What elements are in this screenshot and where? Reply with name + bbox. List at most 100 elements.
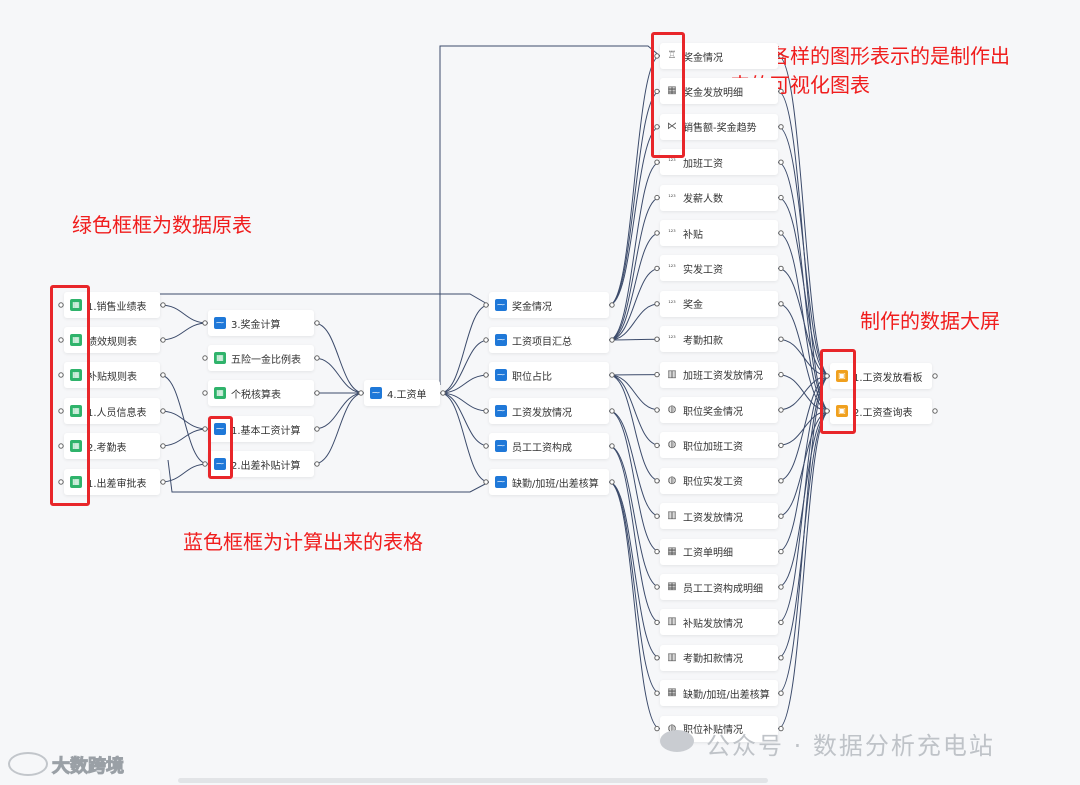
lineage-link (313, 392, 365, 465)
chart-node[interactable]: ⋉销售额-奖金趋势 (660, 113, 778, 140)
source-sheet-node[interactable]: ▦补贴规则表 (64, 362, 160, 388)
source-sheet-node[interactable]: ▦绩效规则表 (64, 327, 160, 353)
lineage-link (313, 392, 365, 430)
lineage-link (159, 463, 209, 483)
link-port (609, 337, 615, 343)
table-node[interactable]: ⁓3.奖金计算 (208, 310, 314, 336)
link-port (440, 390, 446, 396)
table-chart-icon: ▦ (667, 687, 677, 699)
link-port (202, 320, 208, 326)
dashboard-node[interactable]: ▣1.工资发放看板 (830, 363, 932, 389)
pie-chart-icon: ◍ (667, 404, 677, 415)
link-port (483, 408, 489, 414)
lineage-link (159, 428, 209, 447)
link-port (778, 336, 784, 342)
link-port (654, 265, 660, 272)
node-label: 工资单明细 (683, 548, 733, 560)
source-sheet-node[interactable]: ▦1.销售业绩表 (64, 292, 160, 318)
calc-icon: ⁓ (495, 299, 507, 311)
lineage-link (313, 322, 365, 394)
calc-icon: ⁓ (495, 440, 507, 452)
table-node[interactable]: ▦ 个税核算表 (208, 380, 314, 406)
derived-table-node[interactable]: ⁓缺勤/加班/出差核算 (489, 469, 609, 495)
link-port (654, 725, 660, 732)
node-label: 个税核算表 (231, 389, 281, 401)
sheet-icon: ▦ (70, 369, 82, 381)
bar-chart-icon: ▥ (667, 368, 677, 380)
node-label: 工资项目汇总 (512, 336, 572, 348)
chart-node[interactable]: ◍职位奖金情况 (660, 397, 778, 423)
lineage-link (167, 459, 490, 493)
wechat-watermark: 公众号 · 数据分析充电站 (706, 732, 995, 760)
derived-table-node[interactable]: ⁓奖金情况 (489, 292, 609, 318)
calc-icon: ⁓ (495, 334, 507, 346)
sheet-icon: ▦ (70, 405, 82, 417)
node-label: 奖金发放明细 (683, 87, 743, 99)
chart-node[interactable]: ▦缺勤/加班/出差核算 (660, 680, 778, 707)
chart-node[interactable]: ▥加班工资发放情况 (660, 361, 778, 388)
chart-node[interactable]: ▥补贴发放情况 (660, 609, 778, 636)
source-sheets-annotation: 绿色框框为数据原表 (72, 213, 252, 237)
table-node[interactable]: ⁓2.出差补贴计算 (208, 451, 314, 477)
derived-table-node[interactable]: ⁓工资发放情况 (489, 398, 609, 424)
lineage-link (608, 481, 661, 694)
chart-node[interactable]: ▥工资发放情况 (660, 503, 778, 530)
link-port (654, 619, 660, 626)
node-label: 员工工资构成 (512, 442, 572, 454)
link-port (58, 372, 64, 378)
lineage-link (608, 445, 661, 623)
chart-node[interactable]: ◍职位实发工资 (660, 467, 778, 494)
link-port (58, 337, 64, 343)
lineage-link (439, 392, 490, 483)
derived-table-node[interactable]: ⁓职位占比 (489, 362, 609, 388)
link-port (654, 159, 660, 165)
chart-node[interactable]: ▦奖金发放明细 (660, 78, 778, 105)
chart-node[interactable]: ▥考勤扣款情况 (660, 644, 778, 671)
lineage-link (159, 410, 209, 430)
link-port (778, 301, 784, 307)
calc-icon: ⁓ (214, 423, 226, 435)
table-node[interactable]: ▦五险一金比例表 (208, 345, 314, 371)
chart-node[interactable]: ♖奖金情况 (660, 43, 778, 69)
horizontal-scrollbar[interactable] (178, 778, 768, 783)
node-label: 工资发放情况 (683, 512, 743, 524)
node-label: 职位加班工资 (683, 441, 743, 453)
source-sheet-node[interactable]: ▦2.考勤表 (64, 433, 160, 459)
table-chart-icon: ▦ (667, 545, 677, 557)
derived-table-node[interactable]: ⁓ 工资项目汇总 (489, 327, 609, 353)
table-node[interactable]: ⁓1.基本工资计算 (208, 416, 314, 442)
number-card-icon: ¹²³ (668, 229, 676, 236)
link-port (778, 619, 784, 626)
payroll-node[interactable]: ⁓4.工资单 (364, 380, 440, 406)
sheet-icon: ▦ (214, 387, 226, 399)
link-port (358, 390, 364, 396)
link-port (654, 513, 660, 519)
derived-table-node[interactable]: ⁓ 员工工资构成 (489, 433, 609, 459)
link-port (778, 513, 784, 519)
link-port (314, 461, 320, 467)
link-port (932, 373, 938, 379)
chart-node[interactable]: ▦ 工资单明细 (660, 538, 778, 565)
sheet-icon: ▦ (70, 299, 82, 311)
link-port (609, 479, 615, 485)
dashboard-node[interactable]: ▣2.工资查询表 (830, 398, 932, 424)
bar-chart-icon: ▥ (667, 616, 677, 628)
calculated-tables-highlight (208, 416, 233, 479)
sheet-icon: ▦ (70, 476, 82, 488)
source-sheet-node[interactable]: ▦1.出差审批表 (64, 469, 160, 495)
lineage-link (439, 392, 490, 412)
link-port (654, 407, 660, 413)
pie-chart-icon: ◍ (667, 474, 677, 486)
link-port (160, 443, 166, 449)
chart-node[interactable]: ▦员工工资构成明细 (660, 574, 778, 600)
link-port (314, 355, 320, 361)
bar-chart-icon: ▥ (667, 651, 677, 663)
chart-node[interactable]: ◍职位加班工资 (660, 432, 778, 459)
source-sheet-node[interactable]: ▦1.人员信息表 (64, 398, 160, 424)
